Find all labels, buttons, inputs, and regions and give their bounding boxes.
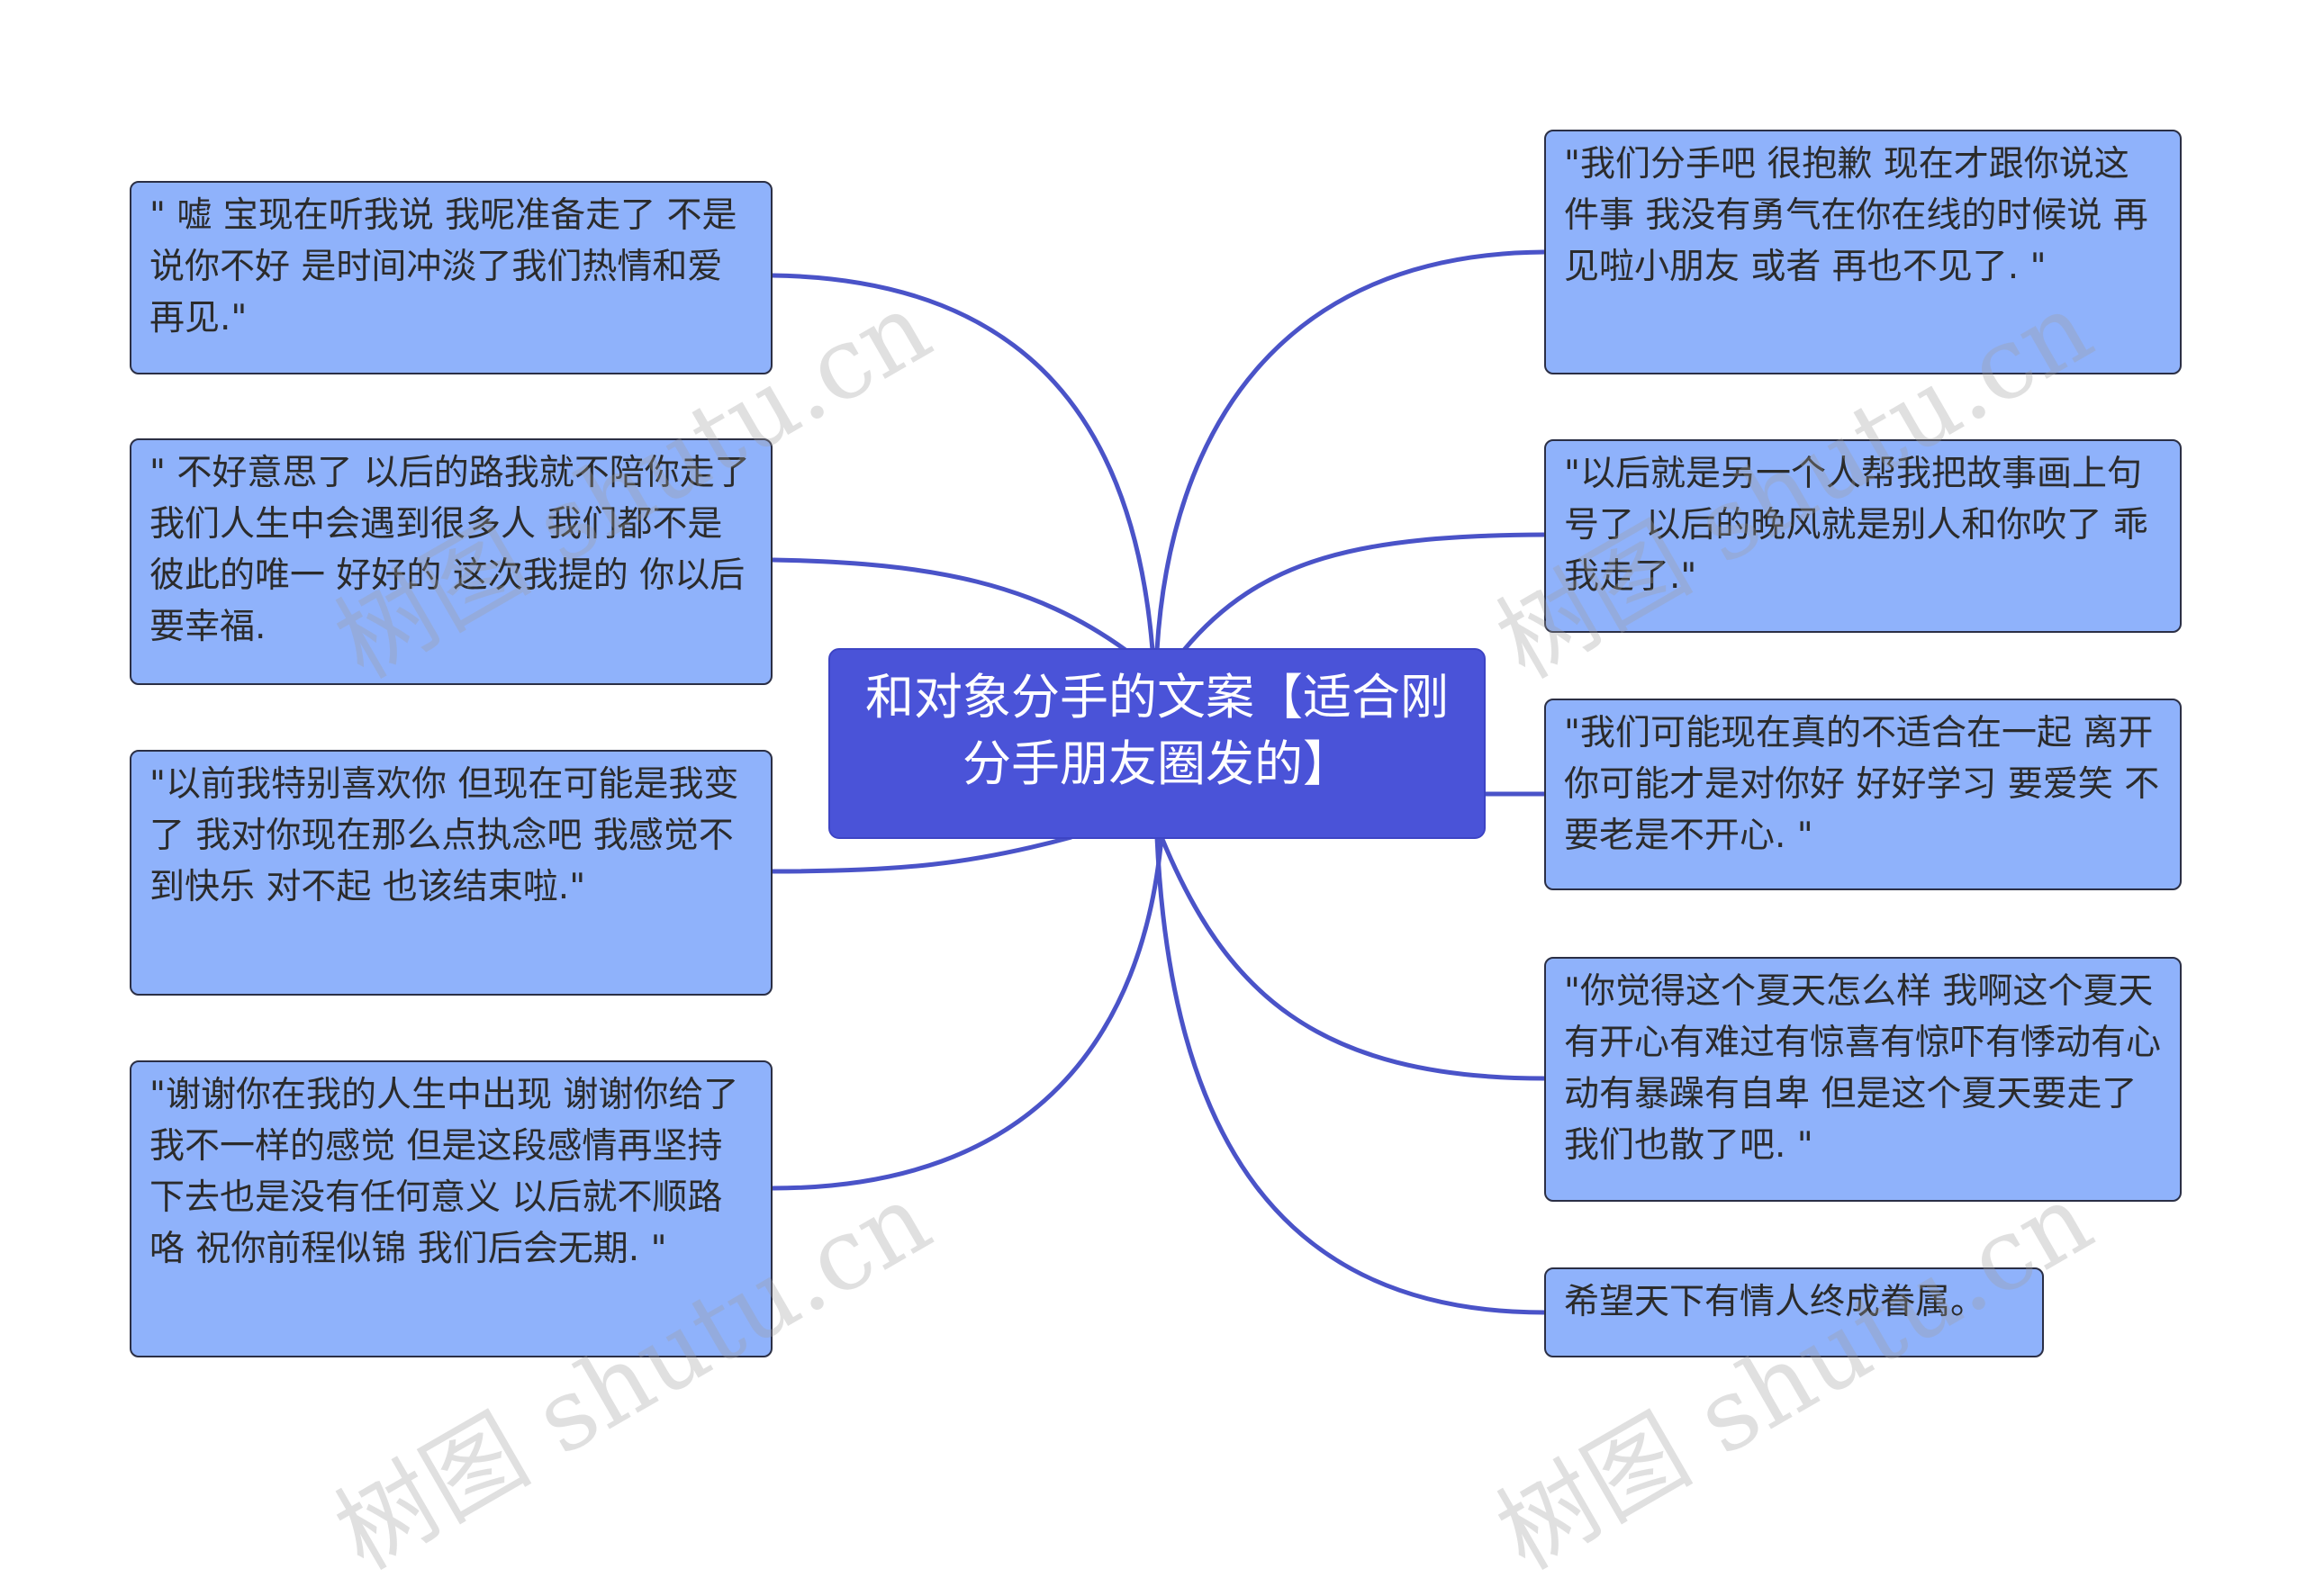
left-node-2-text: " 不好意思了 以后的路我就不陪你走了 我们人生中会遇到很多人 我们都不是彼此的…	[149, 453, 750, 647]
central-topic[interactable]: 和对象分手的文案【适合刚分手朋友圈发的】	[828, 648, 1486, 839]
left-node-4-text: "谢谢你在我的人生中出现 谢谢你给了我不一样的感觉 但是这段感情再坚持下去也是没…	[149, 1075, 739, 1269]
left-node-4[interactable]: "谢谢你在我的人生中出现 谢谢你给了我不一样的感觉 但是这段感情再坚持下去也是没…	[130, 1060, 773, 1357]
right-node-1[interactable]: "我们分手吧 很抱歉 现在才跟你说这件事 我没有勇气在你在线的时候说 再见啦小朋…	[1544, 130, 2182, 374]
left-node-2[interactable]: " 不好意思了 以后的路我就不陪你走了 我们人生中会遇到很多人 我们都不是彼此的…	[130, 438, 773, 685]
connector-lines	[772, 249, 1545, 1315]
link-left-2	[772, 557, 1127, 653]
link-right-1	[1154, 249, 1545, 651]
link-right-4	[1159, 836, 1545, 1081]
right-node-3[interactable]: "我们可能现在真的不适合在一起 离开你可能才是对你好 好好学习 要爱笑 不要老是…	[1544, 699, 2182, 890]
right-node-5-text: 希望天下有情人终成眷属。	[1564, 1282, 1986, 1322]
right-node-3-text: "我们可能现在真的不适合在一起 离开你可能才是对你好 好好学习 要爱笑 不要老是…	[1564, 713, 2160, 856]
link-left-3	[772, 834, 1072, 874]
left-node-1-text: " 嘘 宝现在听我说 我呢准备走了 不是说你不好 是时间冲淡了我们热情和爱 再见…	[149, 195, 737, 338]
mind-map-canvas: 和对象分手的文案【适合刚分手朋友圈发的】 " 嘘 宝现在听我说 我呢准备走了 不…	[130, 130, 2182, 1591]
right-node-4[interactable]: "你觉得这个夏天怎么样 我啊这个夏天有开心有难过有惊喜有惊吓有悸动有心动有暴躁有…	[1544, 957, 2182, 1202]
link-left-4	[772, 836, 1164, 1191]
right-node-2[interactable]: "以后就是另一个人帮我把故事画上句号了 以后的晚风就是别人和你吹了 乖 我走了.…	[1544, 439, 2182, 633]
link-right-5	[1154, 836, 1545, 1315]
right-node-2-text: "以后就是另一个人帮我把故事画上句号了 以后的晚风就是别人和你吹了 乖 我走了.…	[1564, 454, 2148, 597]
right-node-4-text: "你觉得这个夏天怎么样 我啊这个夏天有开心有难过有惊喜有惊吓有悸动有心动有暴躁有…	[1564, 971, 2162, 1166]
left-node-3-text: "以前我特别喜欢你 但现在可能是我变了 我对你现在那么点执念吧 我感觉不到快乐 …	[149, 764, 739, 907]
right-node-5[interactable]: 希望天下有情人终成眷属。	[1544, 1267, 2044, 1357]
link-left-1	[772, 273, 1155, 651]
link-right-2	[1182, 532, 1545, 652]
left-node-3[interactable]: "以前我特别喜欢你 但现在可能是我变了 我对你现在那么点执念吧 我感觉不到快乐 …	[130, 750, 773, 996]
central-topic-label: 和对象分手的文案【适合刚分手朋友圈发的】	[865, 669, 1449, 792]
right-node-1-text: "我们分手吧 很抱歉 现在才跟你说这件事 我没有勇气在你在线的时候说 再见啦小朋…	[1564, 144, 2148, 287]
left-node-1[interactable]: " 嘘 宝现在听我说 我呢准备走了 不是说你不好 是时间冲淡了我们热情和爱 再见…	[130, 181, 773, 374]
